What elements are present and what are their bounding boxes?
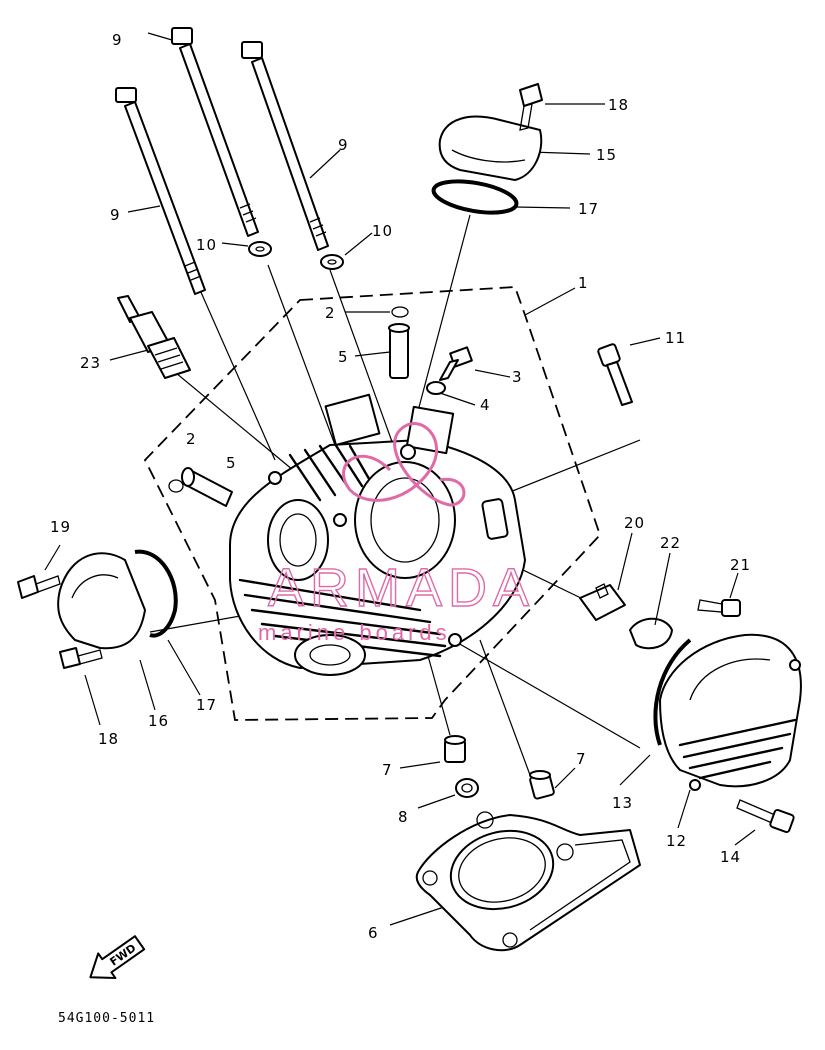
callout-22: 22 xyxy=(660,534,681,552)
tensioner-plug xyxy=(579,583,626,621)
washer-4 xyxy=(426,381,446,395)
bolt-14 xyxy=(736,799,795,834)
callout-15: 15 xyxy=(596,146,617,164)
callout-2-upper: 2 xyxy=(325,304,336,322)
callout-7-right: 7 xyxy=(576,750,587,768)
callout-10-right: 10 xyxy=(372,222,393,240)
watermark: ARMADA marine boards xyxy=(258,422,535,645)
callout-3: 3 xyxy=(512,368,523,386)
washer-left xyxy=(248,241,272,257)
callout-11: 11 xyxy=(665,329,686,347)
bolt-11 xyxy=(597,343,633,406)
valve-guide-left xyxy=(181,467,233,507)
spark-plug xyxy=(117,295,191,379)
watermark-tagline: marine boards xyxy=(258,620,451,645)
callout-17-top: 17 xyxy=(578,200,599,218)
callout-14: 14 xyxy=(720,848,741,866)
watermark-logo-icon xyxy=(342,422,466,507)
oil-filter-cover xyxy=(438,83,543,181)
callout-8: 8 xyxy=(398,808,409,826)
diagram-code: 54G100-5011 xyxy=(58,1011,155,1026)
tappet-cover-right xyxy=(659,633,802,791)
tappet-cover-left xyxy=(17,552,146,669)
callout-5-upper: 5 xyxy=(338,348,349,366)
clip-left xyxy=(168,479,184,493)
gasket-22 xyxy=(629,617,673,650)
callout-17-left: 17 xyxy=(196,696,217,714)
assembly-boundary xyxy=(143,286,602,721)
watermark-brand: ARMADA xyxy=(268,558,535,618)
lower-port xyxy=(294,634,366,676)
callout-23: 23 xyxy=(80,354,101,372)
bolt-3 xyxy=(439,346,473,381)
o-ring-top xyxy=(431,179,519,215)
callout-10-left: 10 xyxy=(196,236,217,254)
callout-labels: 9 9 9 10 10 18 15 17 1 2 5 3 4 11 23 2 5… xyxy=(50,31,751,1026)
callout-9-right: 9 xyxy=(338,136,349,154)
cylinder-head xyxy=(229,393,526,676)
callout-19: 19 xyxy=(50,518,71,536)
callout-7-left: 7 xyxy=(382,761,393,779)
callout-4: 4 xyxy=(480,396,491,414)
o-ring-right xyxy=(653,638,692,746)
callout-13: 13 xyxy=(612,794,633,812)
callout-18-top: 18 xyxy=(608,96,629,114)
cylinder-bolt-left xyxy=(115,87,206,295)
callout-21: 21 xyxy=(730,556,751,574)
clip-upper xyxy=(391,306,409,318)
callout-6: 6 xyxy=(368,924,379,942)
callout-9-left: 9 xyxy=(110,206,121,224)
bolt-21 xyxy=(697,599,741,617)
o-ring-left xyxy=(134,549,178,638)
valve-guide-upper xyxy=(388,323,410,379)
dowel-right xyxy=(529,770,555,800)
callout-20: 20 xyxy=(624,514,645,532)
cylinder-bolt-middle xyxy=(171,27,259,237)
callout-12: 12 xyxy=(666,832,687,850)
callout-2-left: 2 xyxy=(186,430,197,448)
callout-5-left: 5 xyxy=(226,454,237,472)
intake-port xyxy=(267,499,329,581)
washer-8 xyxy=(455,778,479,798)
callout-18-left: 18 xyxy=(98,730,119,748)
cylinder-bolt-right xyxy=(241,41,329,251)
callout-16: 16 xyxy=(148,712,169,730)
washer-right xyxy=(320,254,344,270)
callout-1: 1 xyxy=(578,274,589,292)
callout-9-top: 9 xyxy=(112,31,123,49)
dowel-left xyxy=(444,735,466,763)
fwd-arrow: FWD xyxy=(89,935,146,980)
head-gasket xyxy=(415,811,641,952)
